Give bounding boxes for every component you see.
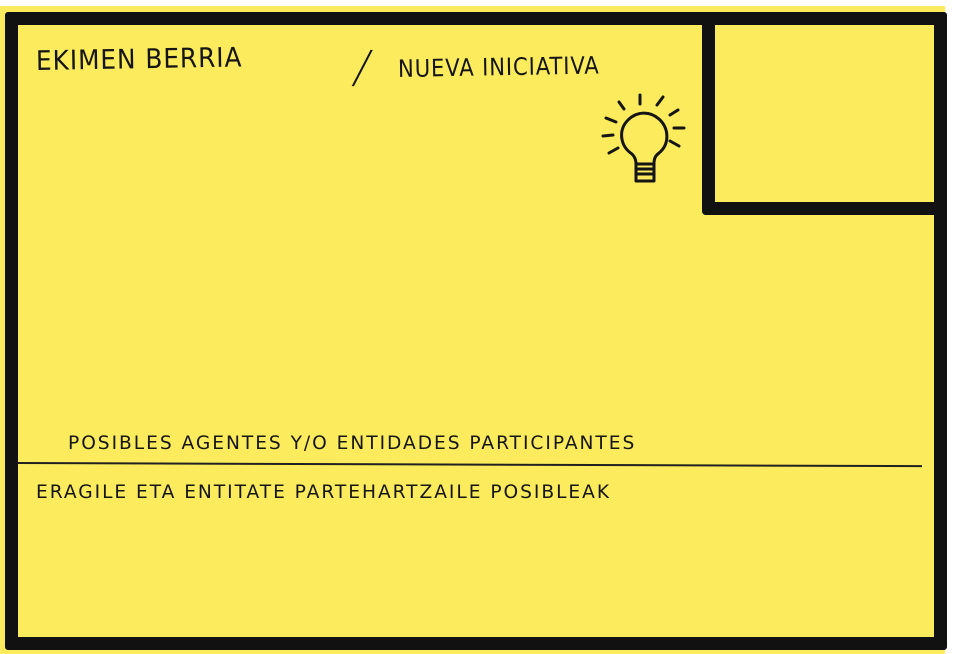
top-edge [0, 0, 953, 6]
title-basque: EKIMEN BERRIA [35, 42, 243, 77]
corner-box [702, 12, 934, 215]
lightbulb-icon [601, 93, 686, 183]
participants-label-spanish: POSIBLES AGENTES Y/O ENTIDADES PARTICIPA… [68, 432, 637, 454]
right-edge [945, 0, 953, 654]
participants-label-basque: ERAGILE ETA ENTITATE PARTEHARTZAILE POSI… [36, 481, 612, 503]
title-spanish: NUEVA INICIATIVA [397, 51, 600, 83]
